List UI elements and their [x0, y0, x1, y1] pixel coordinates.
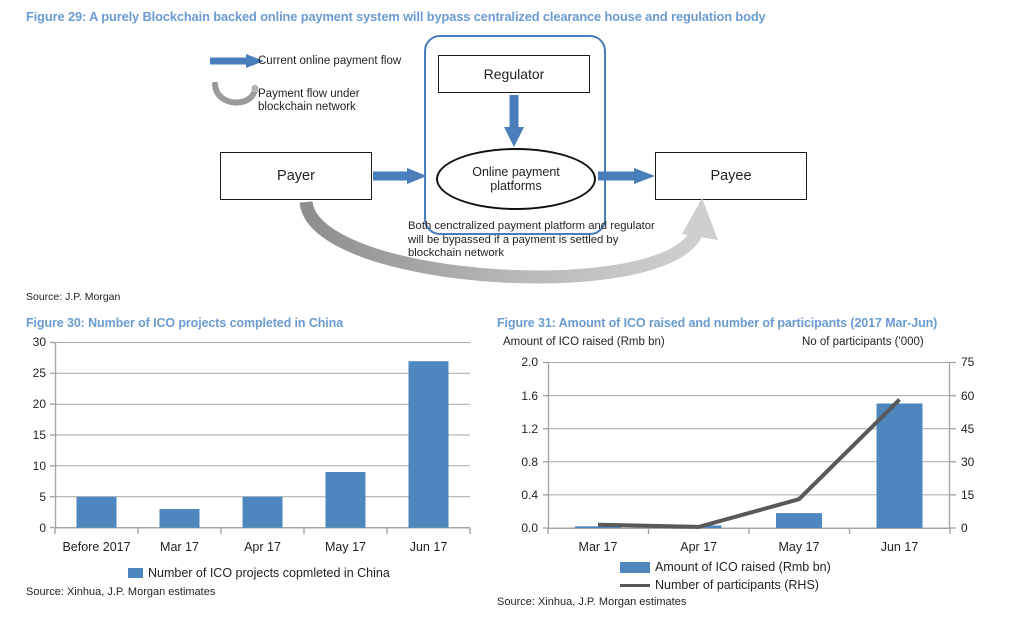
chart-31-y2tick-45: 45 — [961, 422, 975, 436]
figure-29-source: Source: J.P. Morgan — [26, 291, 121, 303]
chart-31-legend-line-label: Number of participants (RHS) — [655, 578, 819, 592]
legend-curved-arrow-icon — [212, 82, 259, 106]
chart-31-xtick-3: Jun 17 — [880, 540, 919, 554]
line-series-participants — [597, 398, 901, 529]
online-payment-platforms-node: Online payment platforms — [436, 148, 596, 210]
chart-31-xtick-0: Mar 17 — [578, 540, 618, 554]
chart-30-xtick-1: Mar 17 — [160, 540, 199, 554]
legend-blockchain-flow-line2: blockchain network — [258, 101, 356, 113]
chart-31-left-axis-title: Amount of ICO raised (Rmb bn) — [503, 336, 665, 348]
chart-ico-raised-participants: Amount of ICO raised (Rmb bn) No of part… — [492, 334, 1024, 596]
legend-blockchain-flow-label: Payment flow under blockchain network — [258, 88, 360, 114]
figure-31-title: Figure 31: Amount of ICO raised and numb… — [497, 316, 938, 330]
chart-31-ytick-1-2: 1.2 — [521, 422, 538, 436]
payer-label: Payer — [277, 168, 315, 184]
platform-label-line1: Online payment — [472, 165, 560, 179]
chart-31-y2tick-15: 15 — [961, 488, 975, 502]
chart-31-ytick-0-0: 0.0 — [521, 521, 538, 535]
bar-series-ico-projects — [76, 361, 449, 528]
regulator-label: Regulator — [483, 66, 545, 82]
bypass-note-text: Both cenctralized payment platform and r… — [408, 220, 655, 259]
chart-30-ytick-5: 5 — [39, 490, 46, 504]
chart-31-right-axis-title: No of participants ('000) — [802, 336, 924, 348]
chart-30-canvas — [50, 341, 471, 534]
chart-31-xtick-2: May 17 — [778, 540, 820, 554]
chart-30-xtick-0: Before 2017 — [62, 540, 131, 554]
chart-30-xtick-3: May 17 — [325, 540, 366, 554]
figure-31-source: Source: Xinhua, J.P. Morgan estimates — [497, 596, 687, 608]
chart-31-y2tick-75: 75 — [961, 355, 975, 369]
chart-31-canvas — [543, 361, 956, 534]
chart-30-legend-label: Number of ICO projects copmleted in Chin… — [148, 566, 390, 580]
chart-30-legend: Number of ICO projects copmleted in Chin… — [128, 566, 390, 580]
platform-to-payee-arrow-icon — [598, 168, 655, 184]
chart-30-ytick-25: 25 — [32, 366, 46, 380]
chart-30-ytick-20: 20 — [32, 397, 46, 411]
chart-30-xtick-2: Apr 17 — [244, 540, 281, 554]
regulator-to-platform-arrow-icon — [504, 95, 524, 147]
chart-31-y2tick-0: 0 — [961, 521, 968, 535]
chart-31-xtick-1: Apr 17 — [680, 540, 718, 554]
chart-ico-projects-china: 30 25 20 15 10 5 0 Before 2017 Mar 17 Ap… — [0, 334, 492, 584]
chart-31-legend-line: Number of participants (RHS) — [620, 578, 819, 592]
chart-31-legend-bar: Amount of ICO raised (Rmb bn) — [620, 560, 831, 574]
legend-swatch-bar-icon — [620, 561, 650, 573]
chart-31-ytick-2-0: 2.0 — [521, 355, 538, 369]
chart-31-ytick-0-4: 0.4 — [521, 488, 538, 502]
figure-30-source: Source: Xinhua, J.P. Morgan estimates — [26, 586, 216, 598]
chart-31-ytick-0-8: 0.8 — [521, 455, 538, 469]
chart-31-legend-bar-label: Amount of ICO raised (Rmb bn) — [655, 560, 831, 574]
legend-straight-arrow-icon — [210, 54, 264, 68]
payer-to-platform-arrow-icon — [373, 168, 427, 184]
bypass-curved-arrow-icon — [299, 198, 718, 284]
payee-node: Payee — [655, 152, 807, 200]
bar-series-ico-raised — [575, 403, 923, 528]
legend-blockchain-flow-line1: Payment flow under — [258, 88, 360, 100]
platform-label-line2: platforms — [490, 179, 542, 193]
chart-31-ytick-1-6: 1.6 — [521, 389, 538, 403]
legend-current-flow-label: Current online payment flow — [258, 55, 402, 67]
chart-30-ytick-30: 30 — [32, 335, 46, 349]
centralized-system-container — [424, 35, 606, 235]
chart-31-y2tick-60: 60 — [961, 389, 975, 403]
blockchain-payment-diagram: Current online payment flow Payment flow… — [0, 30, 1024, 292]
figure-29-title: Figure 29: A purely Blockchain backed on… — [26, 9, 766, 24]
payer-node: Payer — [220, 152, 372, 200]
legend-swatch-bar-icon — [128, 568, 143, 578]
payee-label: Payee — [710, 168, 752, 184]
chart-30-ytick-10: 10 — [32, 459, 46, 473]
figure-30-title: Figure 30: Number of ICO projects comple… — [26, 316, 344, 330]
regulator-node: Regulator — [438, 55, 590, 93]
chart-31-y2tick-30: 30 — [961, 455, 975, 469]
legend-swatch-line-icon — [620, 583, 650, 587]
chart-30-ytick-0: 0 — [39, 521, 46, 535]
chart-30-xtick-4: Jun 17 — [409, 540, 448, 554]
chart-30-ytick-15: 15 — [32, 428, 46, 442]
